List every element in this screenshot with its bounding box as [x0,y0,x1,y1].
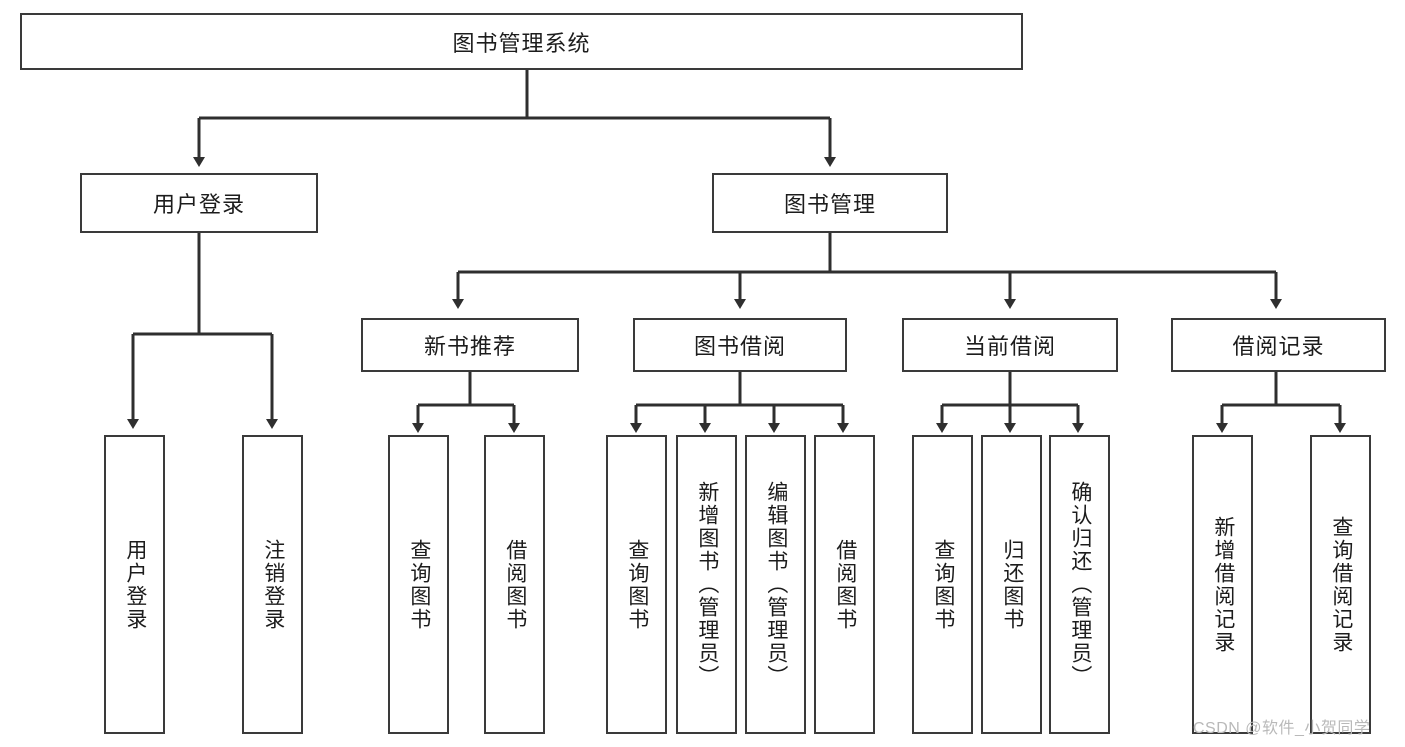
leaf-borrow-book-label: 借阅图书 [833,538,857,631]
leaf-query-book-recommend[interactable]: 查询图书 [388,435,449,734]
node-root[interactable]: 图书管理系统 [20,13,1023,70]
node-current-borrow[interactable]: 当前借阅 [902,318,1118,372]
leaf-borrow-book[interactable]: 借阅图书 [814,435,875,734]
leaf-user-login-label: 用户登录 [123,538,147,631]
leaf-query-borrow-record-label: 查询借阅记录 [1329,515,1353,654]
node-book-borrow[interactable]: 图书借阅 [633,318,847,372]
leaf-query-book-recommend-label: 查询图书 [407,538,431,631]
leaf-add-borrow-record[interactable]: 新增借阅记录 [1192,435,1253,734]
leaf-query-book-current[interactable]: 查询图书 [912,435,973,734]
node-current-borrow-label: 当前借阅 [963,334,1056,359]
leaf-return-book[interactable]: 归还图书 [981,435,1042,734]
node-book-management[interactable]: 图书管理 [712,173,948,233]
leaf-edit-book-admin[interactable]: 编辑图书（管理员） [745,435,806,734]
leaf-edit-book-admin-label: 编辑图书（管理员） [764,481,788,688]
leaf-query-book-borrow[interactable]: 查询图书 [606,435,667,734]
leaf-borrow-book-recommend[interactable]: 借阅图书 [484,435,545,734]
node-new-book-recommend-label: 新书推荐 [423,334,516,359]
node-new-book-recommend[interactable]: 新书推荐 [361,318,579,372]
leaf-return-book-label: 归还图书 [1000,538,1024,631]
leaf-add-book-admin-label: 新增图书（管理员） [695,481,719,688]
node-root-label: 图书管理系统 [452,30,591,56]
leaf-query-book-current-label: 查询图书 [931,538,955,631]
node-borrow-record-label: 借阅记录 [1232,334,1325,359]
leaf-query-book-borrow-label: 查询图书 [625,538,649,631]
node-user-login[interactable]: 用户登录 [80,173,318,233]
leaf-confirm-return-admin-label: 确认归还（管理员） [1068,481,1092,688]
node-book-management-label: 图书管理 [783,192,876,217]
leaf-borrow-book-recommend-label: 借阅图书 [503,538,527,631]
leaf-add-book-admin[interactable]: 新增图书（管理员） [676,435,737,734]
leaf-query-borrow-record[interactable]: 查询借阅记录 [1310,435,1371,734]
leaf-add-borrow-record-label: 新增借阅记录 [1211,515,1235,654]
node-user-login-label: 用户登录 [152,192,245,217]
leaf-confirm-return-admin[interactable]: 确认归还（管理员） [1049,435,1110,734]
leaf-user-login[interactable]: 用户登录 [104,435,165,734]
node-borrow-record[interactable]: 借阅记录 [1171,318,1386,372]
leaf-logout[interactable]: 注销登录 [242,435,303,734]
leaf-logout-label: 注销登录 [261,538,285,631]
node-book-borrow-label: 图书借阅 [693,334,786,359]
